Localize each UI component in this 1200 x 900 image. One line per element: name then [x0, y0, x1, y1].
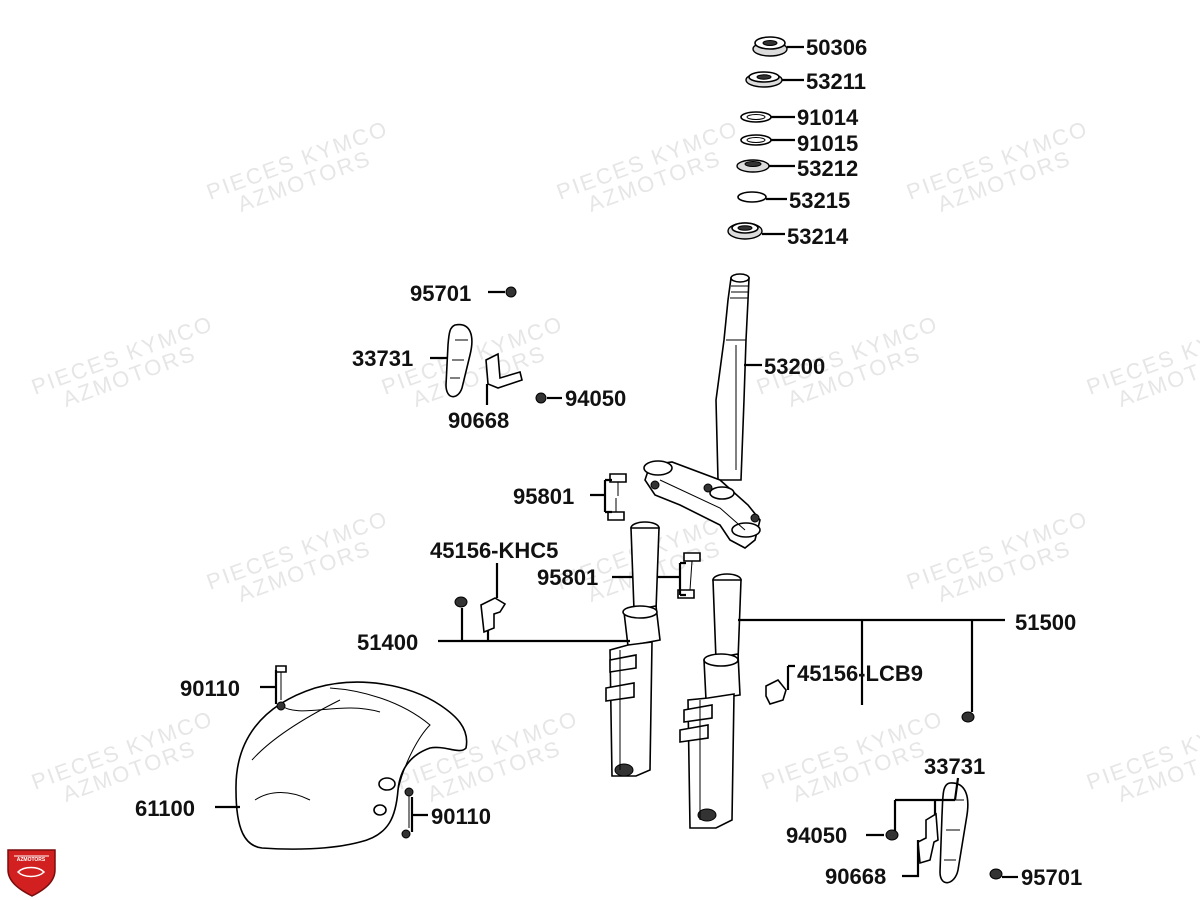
- label-53200: 53200: [764, 354, 825, 379]
- label-53211: 53211: [806, 69, 866, 94]
- part-51400-left-fork: [605, 521, 661, 777]
- logo-text: AZMOTORS: [17, 857, 46, 863]
- part-95701-top-screw: [505, 286, 517, 298]
- part-90110-bottom-bolt: [401, 787, 414, 839]
- label-95801-a: 95801: [513, 484, 574, 509]
- label-53215: 53215: [789, 188, 850, 213]
- part-90668-top-bracket: [485, 352, 523, 389]
- part-45156-lcb9-bracket: [765, 678, 787, 705]
- label-33731-top: 33731: [352, 346, 413, 371]
- part-51500-bolt: [961, 711, 975, 723]
- label-53212: 53212: [797, 156, 858, 181]
- part-53200-steering-stem: [643, 273, 761, 549]
- part-61100-front-fender: [235, 681, 468, 850]
- leader-45156-lcb9: [786, 664, 795, 690]
- label-95701-bottom: 95701: [1021, 865, 1082, 890]
- part-90110-top-bolt: [275, 665, 287, 711]
- part-53215-seal: [737, 191, 767, 203]
- label-95701-top: 95701: [410, 281, 471, 306]
- label-90668-top: 90668: [448, 408, 509, 433]
- part-91015-bearing: [740, 134, 772, 146]
- part-94050-bottom-nut: [885, 829, 899, 841]
- part-53211-nut: [745, 71, 783, 88]
- leader-51500: [738, 618, 1005, 712]
- label-90110-bottom: 90110: [431, 804, 491, 829]
- part-53214-race: [727, 222, 763, 240]
- label-94050-top: 94050: [565, 386, 626, 411]
- label-45156-khc5: 45156-KHC5: [430, 538, 558, 563]
- part-94050-top-nut: [535, 392, 547, 404]
- label-50306: 50306: [806, 35, 867, 60]
- part-33731-top-reflector: [445, 323, 473, 398]
- label-94050-bottom: 94050: [786, 823, 847, 848]
- part-45156-khc5-bracket: [454, 596, 507, 634]
- part-33731-bottom-reflector: [939, 782, 969, 884]
- azmotors-logo: AZMOTORS: [7, 849, 56, 897]
- leader-33731-bottom: [893, 777, 960, 832]
- label-45156-lcb9: 45156-LCB9: [797, 661, 923, 686]
- label-33731-bottom: 33731: [924, 754, 985, 779]
- label-51400: 51400: [357, 630, 418, 655]
- part-53212-race: [736, 159, 770, 173]
- leader-45156-khc5: [460, 563, 499, 641]
- label-51500: 51500: [1015, 610, 1076, 635]
- label-53214: 53214: [787, 224, 849, 249]
- part-90668-bottom-bracket: [917, 812, 939, 865]
- part-95701-bottom-screw: [989, 868, 1003, 880]
- leader-90110-bottom: [410, 797, 428, 832]
- leader-95801-a: [590, 478, 612, 514]
- label-91015: 91015: [797, 131, 858, 156]
- part-91014-bearing: [740, 111, 772, 123]
- part-50306-locknut: [752, 36, 788, 57]
- label-91014: 91014: [797, 105, 859, 130]
- leader-90668-bottom: [902, 840, 920, 878]
- label-95801-b: 95801: [537, 565, 598, 590]
- label-90668-bottom: 90668: [825, 864, 886, 889]
- label-61100: 61100: [135, 796, 195, 821]
- leader-90110-top: [260, 670, 278, 704]
- part-51500-right-fork: [679, 573, 742, 829]
- label-90110-top: 90110: [180, 676, 240, 701]
